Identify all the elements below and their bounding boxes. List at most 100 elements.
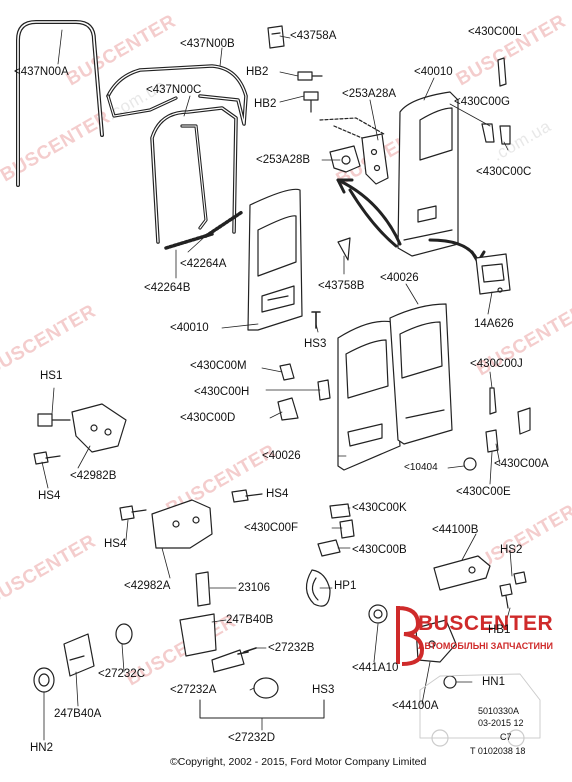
door-40026-right [389,303,453,445]
label-23106: 23106 [238,582,270,594]
label-14A626: 14A626 [474,318,514,330]
label-42982A: <42982A [124,580,171,592]
label-430C00C: <430C00C [476,166,532,178]
label-430C00L: <430C00L [468,26,522,38]
hinge-42982B [71,403,127,453]
label-247B40A: 247B40A [54,708,102,720]
label-40010-left: <40010 [170,322,209,334]
ref-code: C7 [500,732,512,742]
label-430C00G: <430C00G [454,96,510,108]
latch-44100B [433,555,491,591]
clip-430C00H [317,379,331,401]
label-HS4-c: HS4 [104,538,127,550]
label-27232D: <27232D [228,732,275,744]
label-44100A: <44100A [392,700,439,712]
label-HS1: HS1 [40,370,63,382]
label-HB2-b: HB2 [254,98,277,110]
door-40010-left [247,188,303,331]
label-HB1: HB1 [488,624,511,636]
door-40026-left [337,320,401,471]
clip-43758A [267,25,285,49]
label-430C00D: <430C00D [180,412,236,424]
clip-430C00D [277,397,299,421]
hinge-42982A [151,499,213,549]
buscenter-logo [396,606,425,666]
bolt-HS4-left [33,451,61,465]
bolt-HS4-top [231,489,263,503]
seal-437N00C [150,106,238,244]
label-437N00C: <437N00C [146,84,202,96]
label-430C00E: <430C00E [456,486,511,498]
logo-name: BUSCENTER [418,612,554,635]
label-430C00F: <430C00F [244,522,299,534]
ref-code: T 0102038 18 [470,746,526,756]
label-HP1: HP1 [334,580,357,592]
bracket-247B40A [63,633,95,677]
nut-HN2 [33,667,55,693]
label-430C00A: <430C00A [494,458,549,470]
clip-430C00M [279,363,295,381]
clip-430C00G [481,123,511,145]
label-437N00A: <437N00A [14,66,69,78]
label-441A10: <441A10 [352,662,399,674]
label-437N00B: <437N00B [180,38,235,50]
label-40026-top: <40026 [380,272,419,284]
clip-430C00K [329,503,351,519]
label-40026-mid: <40026 [262,450,301,462]
label-247B40B: 247B40B [226,614,274,626]
bolt-HB2-a [297,71,323,81]
label-27232B: <27232B [268,642,315,654]
nut-HN1 [443,675,457,689]
cap-27232A [253,677,279,699]
label-HS4-b: HS4 [266,488,289,500]
label-27232C: <27232C [98,668,145,680]
label-27232A: <27232A [170,684,217,696]
copyright-notice: ©Copyright, 2002 - 2015, Ford Motor Comp… [170,756,427,768]
bolt-HS4-bottom [119,505,147,521]
loop-HP1 [305,569,331,607]
clip-430C00A [517,407,531,435]
strip-42264A [204,210,244,238]
hinge-253A28B [329,145,361,173]
clip-43758B [337,237,351,261]
clip-430C00E [485,429,499,453]
van-illustration-icon [419,673,541,739]
label-43758B: <43758B [318,280,365,292]
label-HB2-a: HB2 [246,66,269,78]
screw-HS2 [499,583,513,609]
bracket-27232D [199,699,325,719]
label-HN2: HN2 [30,742,54,754]
bolt-27232B [237,647,257,655]
label-42982B-top: <42982B [70,470,117,482]
label-253A28A: <253A28A [342,88,397,100]
bolt-HB2-b [303,91,319,113]
label-40010-top: <40010 [414,66,453,78]
cap-10404 [463,457,477,471]
clip-430C00F [339,519,355,539]
bumper-23106 [195,571,211,607]
label-42264A: <42264A [180,258,227,270]
label-43758A: <43758A [290,30,337,42]
cap-27232C [115,623,133,645]
bolt-HS1 [37,413,71,427]
label-HS3-bottom: HS3 [312,684,335,696]
label-253A28B: <253A28B [256,154,311,166]
handle-14A626 [475,253,511,295]
strip-42264B [164,232,214,250]
latch-44100A [415,619,457,663]
clip-430C00B [317,539,341,557]
label-44100B: <44100B [432,524,479,536]
label-HS2: HS2 [500,544,523,556]
bracket-247B40B [179,613,217,657]
label-430C00M: <430C00M [190,360,247,372]
label-42264B: <42264B [144,282,191,294]
grommet-441A10 [368,604,388,624]
label-HS3-top: HS3 [304,338,327,350]
logo-tagline: АВТОМОБІЛЬНІ ЗАПЧАСТИНИ [418,641,553,651]
label-HS4-a: HS4 [38,490,61,502]
clip-430C00L [497,57,507,87]
label-430C00B: <430C00B [352,544,407,556]
label-430C00H: <430C00H [194,386,250,398]
ref-code: 03-2015 12 [478,718,524,728]
